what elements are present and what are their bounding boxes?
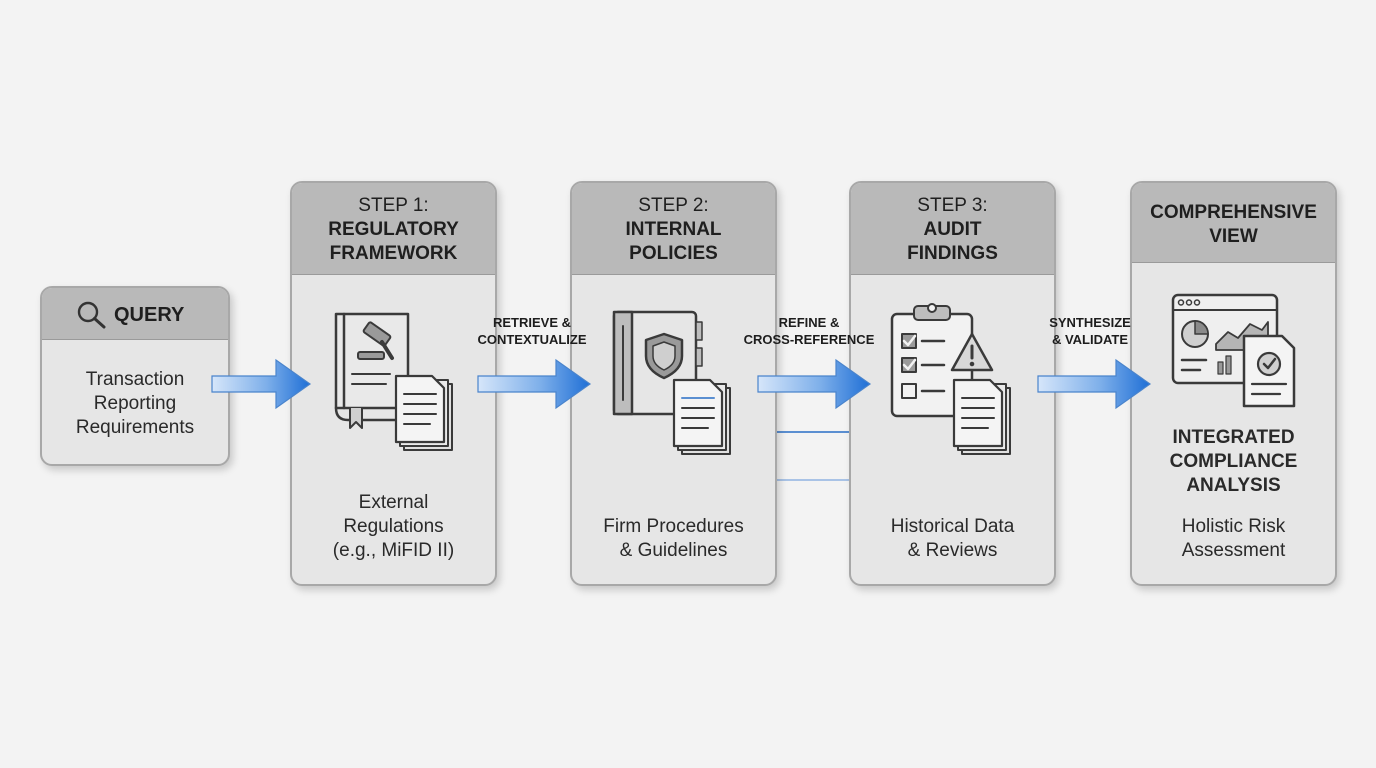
integrated-analysis-line: COMPLIANCE [1169,451,1298,472]
comprehensive-view-description: Holistic Risk Assessment [1132,515,1335,563]
integrated-analysis-line: ANALYSIS [1186,475,1281,496]
step2-header: STEP 2: INTERNAL POLICIES [572,183,775,275]
step3-description: Historical Data & Reviews [851,515,1054,563]
dashboard-report-icon [1171,293,1296,408]
step1-desc-line: Regulations [343,516,444,537]
arrow-step1-to-step2 [477,358,592,410]
audit-checklist-warning-icon [890,303,1011,455]
policy-binder-shield-icon [612,310,731,455]
step1-label: STEP 1: [358,195,429,216]
arrow-label-line: CONTEXTUALIZE [477,332,587,347]
law-book-gavel-icon [334,312,453,451]
query-line: Transaction [85,369,185,390]
arrow-label-line: SYNTHESIZE [1049,315,1131,330]
query-line: Requirements [75,417,195,438]
comprehensive-desc-line: Assessment [1181,540,1286,561]
query-description: Transaction Reporting Requirements [42,368,228,440]
query-card: QUERY Transaction Reporting Requirements [40,286,230,466]
step2-desc-line: & Guidelines [619,540,728,561]
step1-desc-line: (e.g., MiFID II) [332,540,455,561]
step3-title: AUDIT [923,219,982,240]
query-title: QUERY [114,304,185,326]
query-card-header: QUERY [42,288,228,340]
step3-label: STEP 3: [917,195,988,216]
comprehensive-view-title: COMPREHENSIVE [1150,202,1317,223]
step2-title: POLICIES [629,243,718,264]
arrow-label-refine: REFINE & CROSS-REFERENCE [732,314,886,348]
arrow-label-line: REFINE & [778,315,840,330]
search-icon [77,301,106,329]
query-line: Reporting [93,393,177,414]
step2-label: STEP 2: [638,195,709,216]
step3-header: STEP 3: AUDIT FINDINGS [851,183,1054,275]
step1-description: External Regulations (e.g., MiFID II) [292,491,495,563]
step1-header: STEP 1: REGULATORY FRAMEWORK [292,183,495,275]
step1-title: REGULATORY [328,219,459,240]
step2-title: INTERNAL [625,219,722,240]
integrated-analysis-line: INTEGRATED [1172,427,1295,448]
arrow-step2-to-step3 [757,358,872,410]
step3-desc-line: Historical Data [890,516,1015,537]
arrow-label-synthesize: SYNTHESIZE & VALIDATE [1020,314,1160,348]
step2-description: Firm Procedures & Guidelines [572,515,775,563]
step1-desc-line: External [358,492,429,513]
step2-desc-line: Firm Procedures [603,516,744,537]
comprehensive-view-header: COMPREHENSIVE VIEW [1132,183,1335,263]
arrow-label-line: RETRIEVE & [492,315,571,330]
step1-title: FRAMEWORK [329,243,458,264]
comprehensive-view-title: VIEW [1209,226,1258,247]
arrow-step3-to-final [1037,358,1152,410]
integrated-analysis-title: INTEGRATED COMPLIANCE ANALYSIS [1132,426,1335,498]
arrow-query-to-step1 [211,358,312,410]
comprehensive-desc-line: Holistic Risk [1181,516,1286,537]
step3-desc-line: & Reviews [907,540,998,561]
arrow-label-line: & VALIDATE [1051,332,1129,347]
arrow-label-line: CROSS-REFERENCE [743,332,875,347]
arrow-label-retrieve: RETRIEVE & CONTEXTUALIZE [462,314,602,348]
step3-title: FINDINGS [907,243,998,264]
